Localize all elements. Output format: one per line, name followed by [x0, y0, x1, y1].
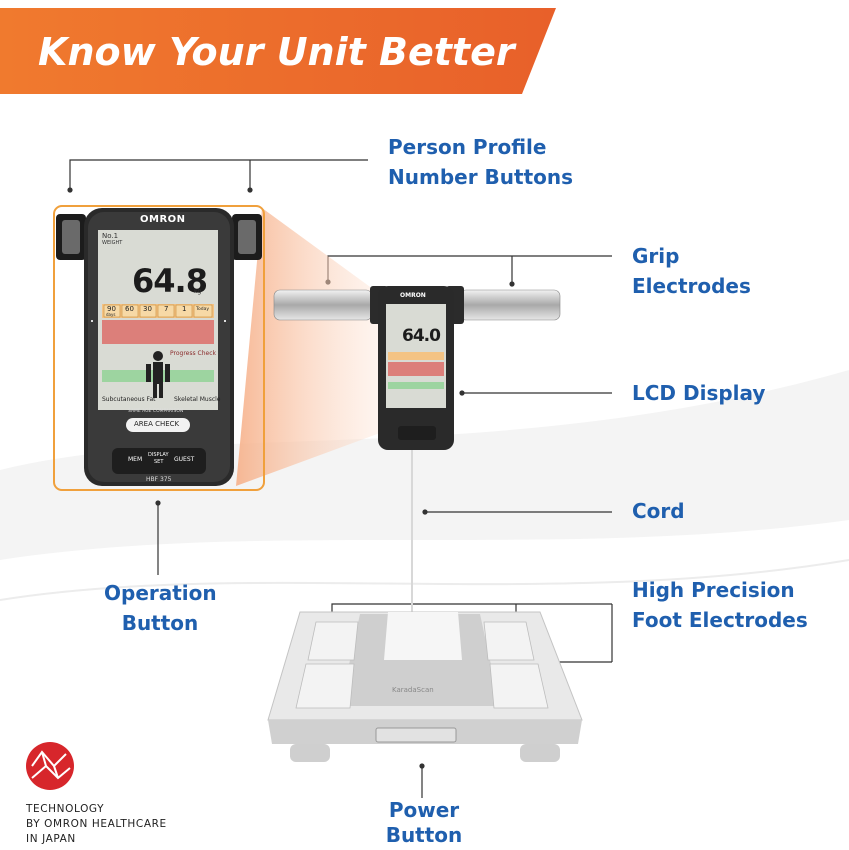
label-person-profile: Person Profile Number Buttons	[388, 135, 574, 189]
profile-number: No.1	[102, 232, 119, 240]
weight-value: 64.8	[132, 262, 208, 300]
brand-logo: OMRON	[140, 214, 186, 225]
handle-weight-value: 64.0	[402, 326, 441, 346]
banner-title: Know Your Unit Better	[38, 30, 515, 74]
set-button-label: SET	[154, 459, 164, 465]
label-grip-electrodes: Grip Electrodes	[632, 244, 751, 298]
progress-days-unit: days	[106, 312, 116, 317]
label-foot-electrodes: High Precision Foot Electrodes	[632, 578, 808, 632]
area-check-button[interactable]: AREA CHECK	[134, 420, 180, 428]
label-operation-button: Operation Button	[104, 581, 217, 635]
scale-brand: KaradaScan	[392, 686, 434, 694]
progress-day-60: 60	[125, 305, 134, 313]
technology-caption: TECHNOLOGY BY OMRON HEALTHCARE IN JAPAN	[26, 803, 167, 845]
guest-button[interactable]: GUEST	[174, 456, 195, 463]
model-name: HBF 375	[146, 476, 172, 483]
progress-day-1: 1	[182, 305, 187, 313]
progress-day-30: 30	[143, 305, 152, 313]
display-button[interactable]: DISPLAY	[148, 452, 169, 458]
same-age-label: SAME AGE COMPARISON	[128, 409, 184, 414]
label-cord: Cord	[632, 499, 685, 523]
weight-unit: kg	[194, 288, 202, 295]
label-power-button: Power Button	[385, 798, 463, 847]
progress-day-90: 90	[107, 305, 116, 313]
japan-technology-logo	[26, 742, 74, 790]
banner-shape	[0, 8, 556, 94]
header-banner: Know Your Unit Better	[0, 8, 560, 94]
progress-today: Today	[196, 307, 210, 312]
label-lcd-display: LCD Display	[632, 381, 766, 405]
skeletal-muscle-label: Skeletal Muscle	[174, 396, 221, 403]
mem-button[interactable]: MEM	[128, 456, 143, 463]
subcutaneous-fat-label: Subcutaneous Fat	[102, 396, 156, 403]
progress-check-label: Progress Check	[170, 350, 216, 357]
progress-day-7: 7	[164, 305, 169, 313]
handle-brand-logo: OMRON	[400, 292, 426, 299]
weight-label: WEIGHT	[102, 240, 123, 246]
